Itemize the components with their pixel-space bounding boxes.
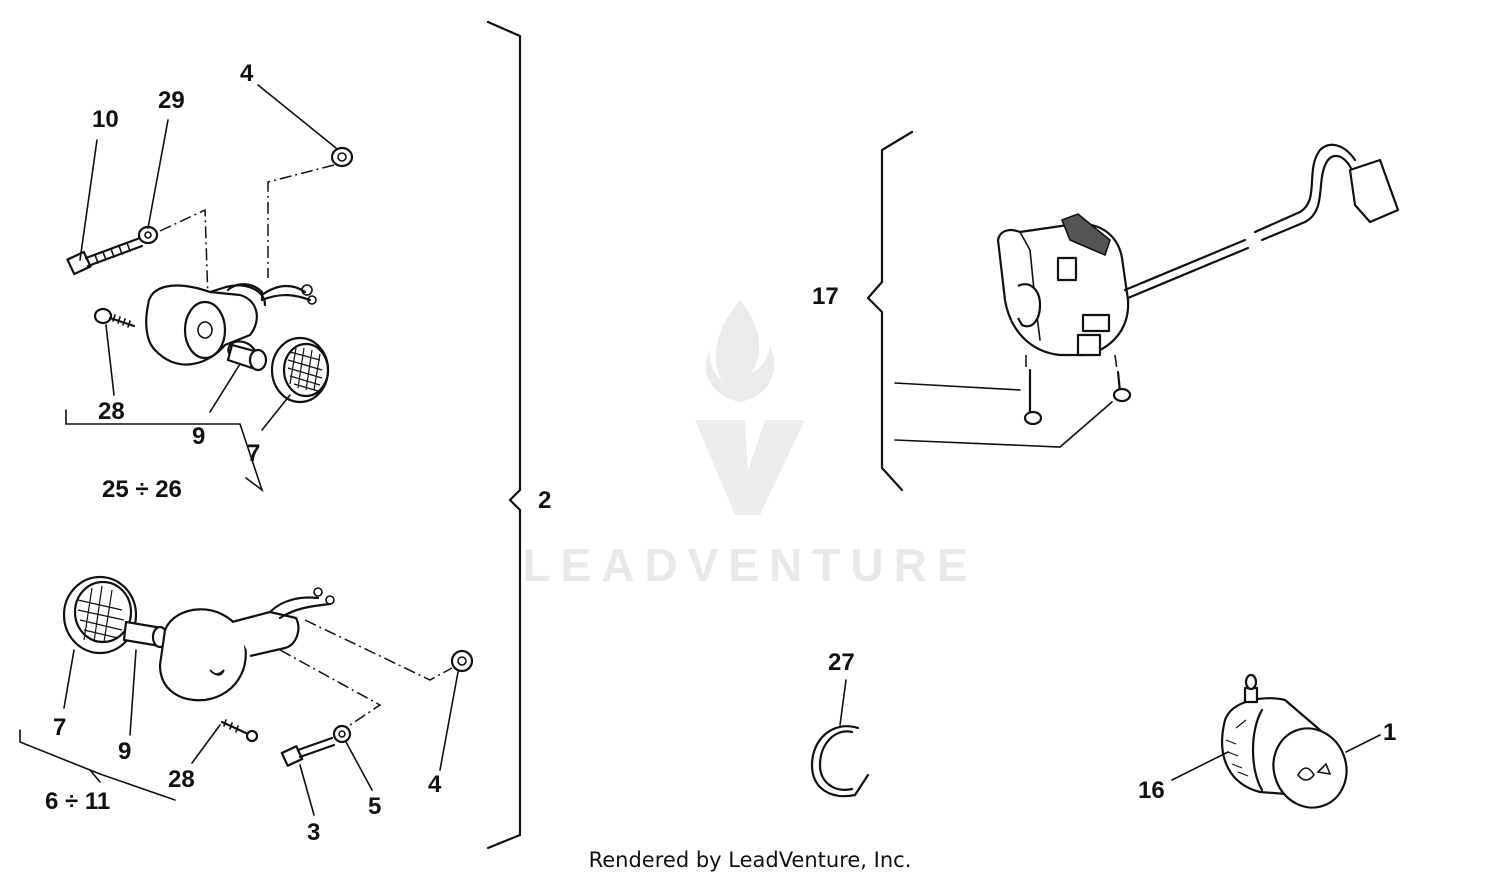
callout-7-top: 7 <box>247 440 261 467</box>
footer-credit: Rendered by LeadVenture, Inc. <box>588 848 912 872</box>
callout-6-11: 6 ÷ 11 <box>45 788 111 815</box>
callout-7-bottom: 7 <box>53 714 67 741</box>
handlebar-switch-assembly <box>866 130 1400 492</box>
signal-housing-bottom <box>158 608 247 702</box>
lens-7-lower-icon <box>62 575 138 655</box>
washer-29-icon <box>137 225 159 245</box>
bolt-10-icon <box>66 236 144 276</box>
callout-1: 1 <box>1383 719 1397 746</box>
watermark-text: LEADVENTURE <box>522 539 978 591</box>
callout-25-26: 25 ÷ 26 <box>102 476 182 503</box>
front-turn-signal-assembly <box>65 84 354 493</box>
washer-5-icon <box>332 724 352 744</box>
screw-28-icon <box>93 307 113 325</box>
bulb-9-icon <box>226 340 268 372</box>
bolt-3-icon <box>280 736 336 767</box>
callout-29: 29 <box>158 87 185 114</box>
rear-turn-signal-assembly <box>19 575 474 816</box>
callout-5: 5 <box>368 793 382 820</box>
callout-3: 3 <box>307 819 321 846</box>
callout-17: 17 <box>812 283 839 310</box>
bracket-2 <box>486 20 522 850</box>
callout-27: 27 <box>828 649 855 676</box>
switch-screw-right-icon <box>1112 354 1132 403</box>
callout-28-bottom: 28 <box>168 766 195 793</box>
callout-2: 2 <box>538 487 552 514</box>
callout-9-top: 9 <box>192 423 206 450</box>
switch-screw-left-icon <box>1023 355 1043 426</box>
connector-icon <box>1348 158 1400 224</box>
callout-4-top: 4 <box>240 60 254 87</box>
bracket-17 <box>866 130 914 492</box>
callout-4-bottom: 4 <box>428 771 442 798</box>
nut-4-icon <box>330 146 354 168</box>
callout-10: 10 <box>92 106 119 133</box>
callout-16: 16 <box>1138 777 1165 804</box>
clip-27-icon <box>810 679 870 798</box>
push-button-face <box>1272 727 1348 809</box>
lens-7-icon <box>270 336 330 404</box>
callout-28-top: 28 <box>98 398 125 425</box>
push-switch-assembly <box>1171 673 1381 809</box>
callout-9-bottom: 9 <box>118 738 132 765</box>
watermark-logo <box>695 300 805 515</box>
nut-4-lower-icon <box>450 649 474 673</box>
